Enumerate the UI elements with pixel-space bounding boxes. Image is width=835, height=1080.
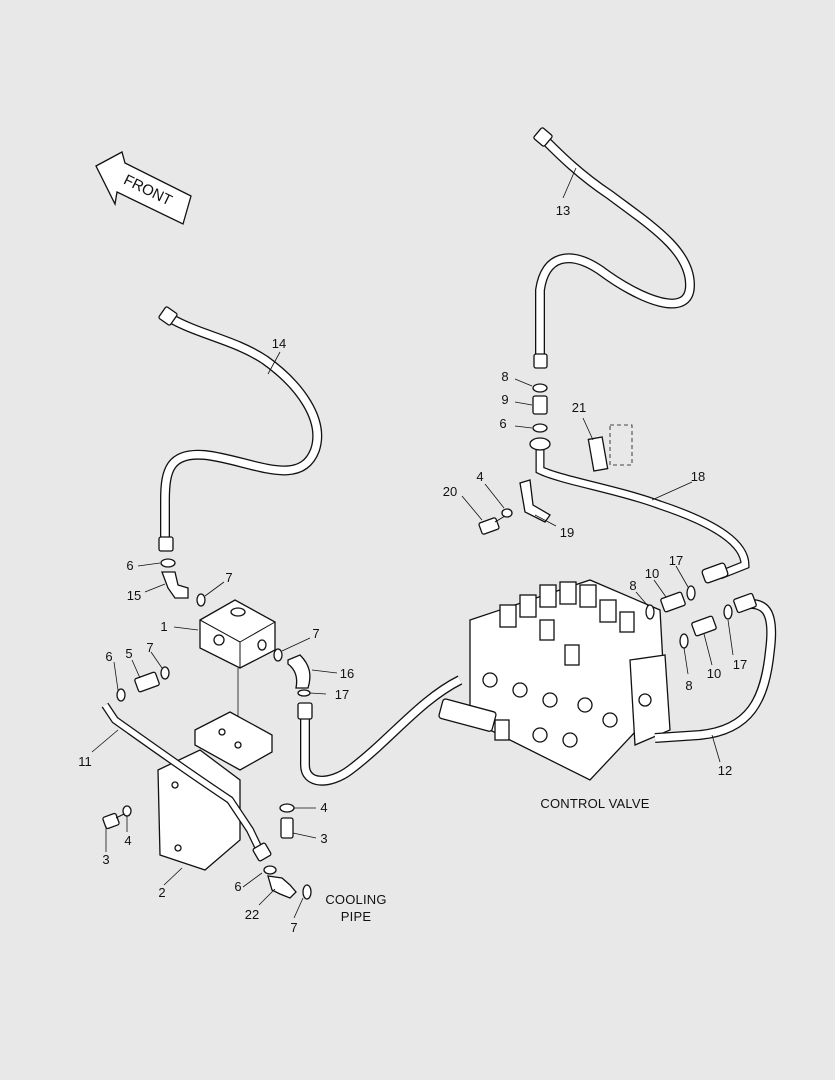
callout-19: 19 <box>560 525 574 540</box>
cooling-pipe-label-line2: PIPE <box>341 909 372 924</box>
callout-8c: 8 <box>685 678 692 693</box>
fittings-upper-right <box>645 585 696 620</box>
control-valve <box>438 579 671 781</box>
callout-6c: 6 <box>105 649 112 664</box>
leader-lines <box>91 167 734 919</box>
callout-6d: 6 <box>234 879 241 894</box>
fittings-8-9-6 <box>532 383 548 433</box>
callout-4c: 4 <box>320 800 327 815</box>
callout-10b: 10 <box>707 666 721 681</box>
callout-4b: 4 <box>124 833 131 848</box>
callout-17c: 17 <box>335 687 349 702</box>
bracket-2 <box>157 711 273 871</box>
callout-13: 13 <box>556 203 570 218</box>
callout-labels: 13 14 8 9 21 6 18 4 20 19 6 7 17 10 15 8… <box>78 203 747 935</box>
hose-13 <box>533 127 696 369</box>
callout-17b: 17 <box>733 657 747 672</box>
cooling-pipe-label-line1: COOLING <box>325 892 386 907</box>
callout-21: 21 <box>572 400 586 415</box>
callout-8b: 8 <box>629 578 636 593</box>
callout-8a: 8 <box>501 369 508 384</box>
callout-5: 5 <box>125 646 132 661</box>
callout-18: 18 <box>691 469 705 484</box>
callout-3a: 3 <box>102 852 109 867</box>
callout-22: 22 <box>245 907 259 922</box>
front-arrow: FRONT <box>95 151 192 225</box>
callout-1: 1 <box>160 619 167 634</box>
callout-7b: 7 <box>312 626 319 641</box>
callout-14: 14 <box>272 336 286 351</box>
clamp-21 <box>587 424 633 472</box>
callout-10a: 10 <box>645 566 659 581</box>
hose-12 <box>654 592 777 743</box>
callout-6b: 6 <box>126 558 133 573</box>
callout-2: 2 <box>158 885 165 900</box>
callout-15: 15 <box>127 588 141 603</box>
clamp-19 <box>478 479 551 535</box>
callout-17a: 17 <box>669 553 683 568</box>
callout-7d: 7 <box>290 920 297 935</box>
fittings-lower-right <box>679 604 733 649</box>
pipe-18 <box>529 437 750 584</box>
fittings-bottom <box>263 865 312 900</box>
control-valve-label: CONTROL VALVE <box>540 796 649 811</box>
callout-3b: 3 <box>320 831 327 846</box>
callout-9: 9 <box>501 392 508 407</box>
bolts-washers <box>102 803 295 839</box>
callout-16: 16 <box>340 666 354 681</box>
fittings-manifold <box>116 558 283 702</box>
manifold-block-1 <box>199 599 276 760</box>
pipe-11 <box>101 702 272 862</box>
hose-16 <box>287 654 463 786</box>
callout-7c: 7 <box>146 640 153 655</box>
callout-11: 11 <box>78 754 92 769</box>
callout-4a: 4 <box>476 469 483 484</box>
callout-12: 12 <box>718 763 732 778</box>
callout-7a: 7 <box>225 570 232 585</box>
callout-6a: 6 <box>499 416 506 431</box>
hose-14 <box>158 306 323 552</box>
callout-20: 20 <box>443 484 457 499</box>
